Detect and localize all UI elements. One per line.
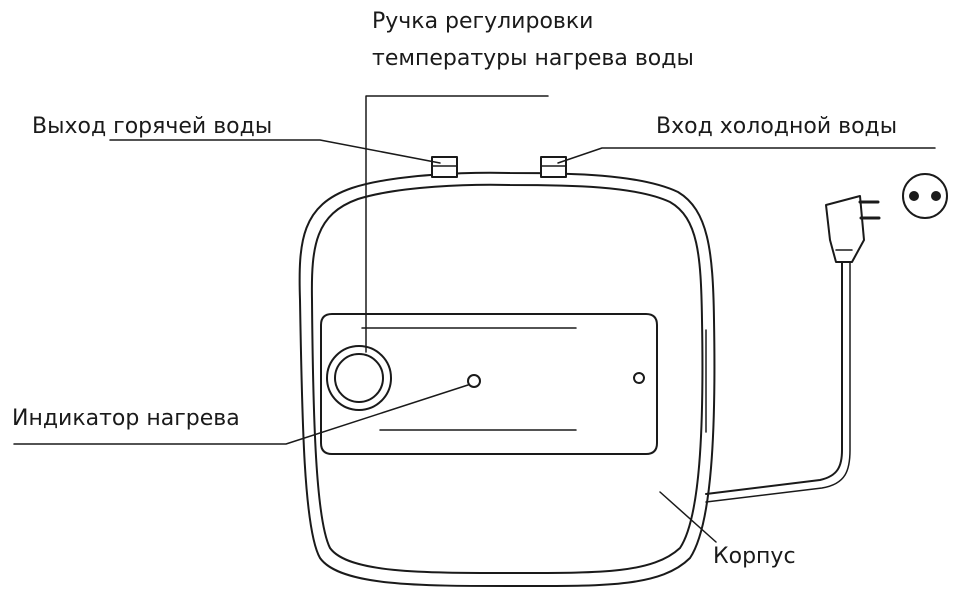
heater-body-outer	[298, 171, 716, 588]
indicator-leader-line	[13, 384, 469, 445]
heater-body-inner	[310, 183, 704, 575]
power-cord	[705, 257, 843, 495]
cold-water-inlet-label: Вход холодной воды	[656, 114, 898, 139]
socket-hole-left	[909, 191, 919, 201]
hot-outlet-leader-line	[109, 139, 441, 164]
temperature-knob-inner	[334, 353, 384, 403]
cold-inlet-leader-line	[557, 147, 936, 164]
cold-water-inlet-fitting	[540, 156, 567, 178]
temperature-knob-outer	[326, 345, 392, 411]
temperature-knob-label-line1: Ручка регулировки	[372, 9, 594, 34]
heating-indicator-label: Индикатор нагрева	[12, 406, 240, 431]
panel-screw	[633, 372, 645, 384]
temperature-knob-label-line2: температуры нагрева воды	[372, 46, 694, 71]
body-label: Корпус	[713, 544, 796, 569]
control-panel	[320, 313, 658, 455]
socket-hole-right	[931, 191, 941, 201]
hot-water-outlet-fitting	[431, 156, 458, 178]
heating-indicator-lamp	[467, 374, 481, 388]
socket-icon	[902, 173, 948, 219]
power-cord-edge	[705, 257, 851, 503]
plug-icon	[825, 195, 865, 263]
body-leader-line	[659, 491, 717, 543]
hot-water-outlet-label: Выход горячей воды	[32, 114, 273, 139]
knob-leader-line	[365, 95, 549, 353]
